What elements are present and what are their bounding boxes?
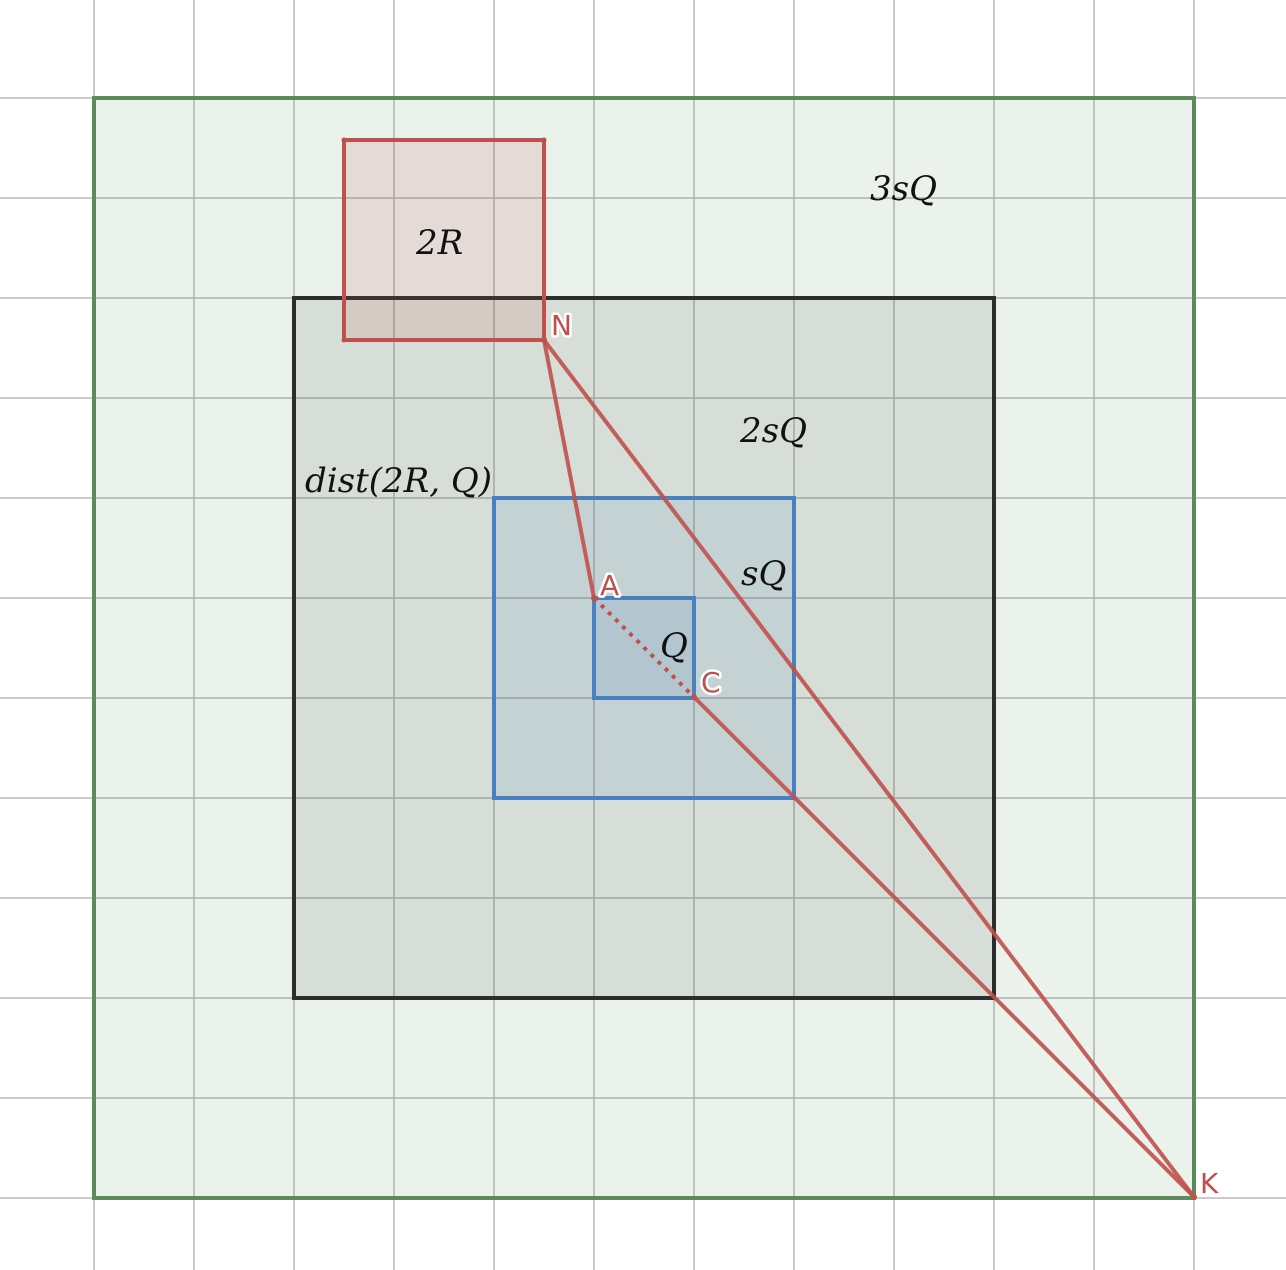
point-label-c: C — [701, 666, 721, 699]
vertex-dots — [341, 137, 1197, 1200]
point-label-n: N — [551, 309, 572, 342]
label-sq: sQ — [741, 554, 786, 594]
label-3sq: 3sQ — [870, 169, 937, 209]
point-label-k: K — [1200, 1167, 1219, 1200]
square-2r — [342, 138, 546, 342]
segment-c-k — [692, 695, 1196, 1199]
label-q: Q — [660, 626, 688, 666]
label-distance: dist(2R, Q) — [305, 461, 492, 501]
label-2sq: 2sQ — [739, 411, 807, 451]
point-label-a: A — [600, 569, 619, 602]
segment-a-c-dotted — [592, 596, 696, 699]
segment-n-k — [542, 338, 1196, 1199]
segment-n-a — [542, 339, 596, 599]
label-2r: 2R — [415, 223, 463, 263]
